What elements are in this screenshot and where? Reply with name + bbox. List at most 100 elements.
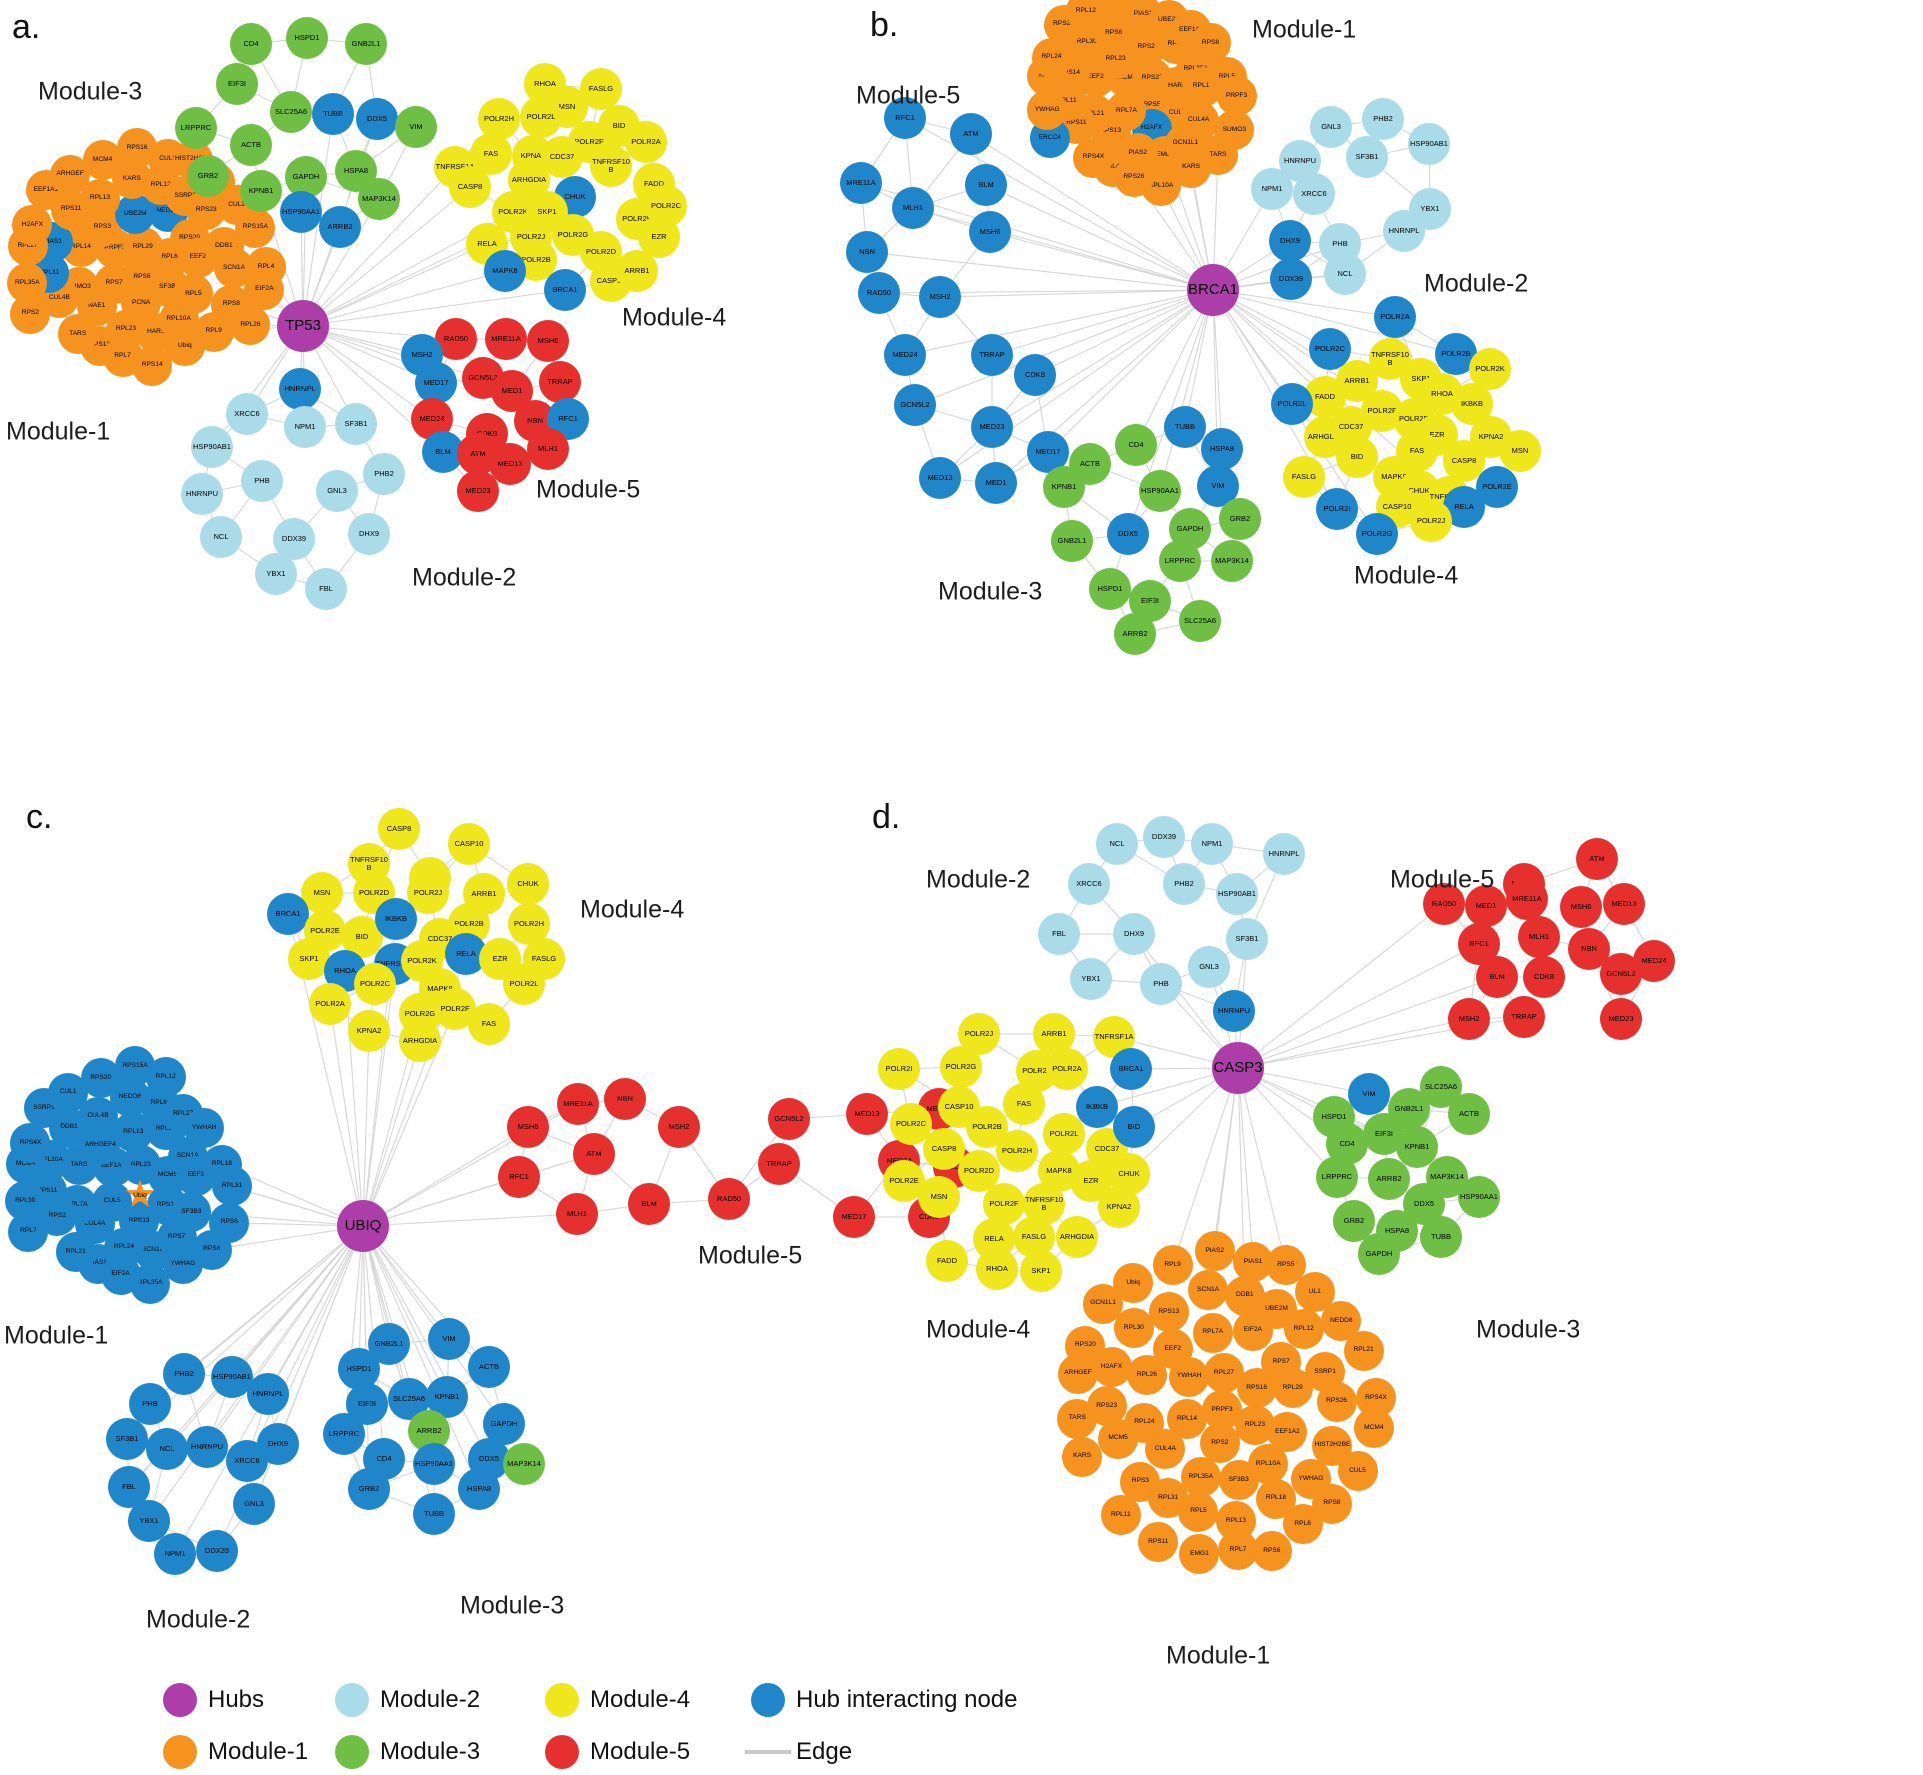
network-node: MCM4 — [82, 140, 123, 181]
network-node: DHX9 — [257, 1423, 299, 1465]
network-node: NCL — [1096, 823, 1138, 865]
network-node: RPL5 — [1178, 1491, 1219, 1532]
module-label: Module-4 — [580, 895, 685, 924]
network-node: NCL — [1324, 253, 1366, 295]
network-node: KPNB1 — [1396, 1126, 1438, 1168]
network-node: PRPF3 — [1202, 1390, 1242, 1430]
network-node: ARHGDIA — [1056, 1216, 1098, 1258]
network-node: MED24 — [1633, 940, 1675, 982]
edge — [866, 251, 1214, 291]
network-node: TARS — [1057, 1398, 1098, 1439]
hub-node-tp53: TP53 — [277, 300, 329, 352]
module-label: Module-3 — [1476, 1315, 1581, 1344]
network-node: RPS13 — [1148, 1292, 1189, 1333]
network-node: BID — [1336, 436, 1378, 478]
edge — [1212, 289, 1223, 450]
edge — [1159, 289, 1214, 492]
edge — [1172, 1067, 1239, 1266]
network-node: ARHGDIA — [399, 1020, 441, 1062]
network-node: HSP90AB1 — [1408, 123, 1450, 165]
network-node: DHX9 — [1269, 220, 1311, 262]
network-node: POLR2G — [1356, 513, 1398, 555]
network-node: RPS16 — [1236, 1368, 1277, 1409]
module-label: Module-2 — [1424, 269, 1529, 298]
network-node: NPM1 — [154, 1533, 196, 1575]
network-node: PHB — [241, 460, 283, 502]
edge — [302, 270, 506, 327]
network-node: VIM — [428, 1318, 470, 1360]
edge — [1237, 1067, 1385, 1135]
network-node: DHX9 — [348, 513, 390, 555]
network-node: DDX5 — [356, 98, 398, 140]
network-node: SLC25A6 — [270, 91, 312, 133]
network-node: EIF2A — [244, 269, 285, 310]
network-node: SF3B3 — [1218, 1460, 1259, 1501]
network-node: RFC1 — [1458, 923, 1500, 965]
network-node: PHB2 — [1362, 98, 1404, 140]
network-node: GAPDH — [1358, 1233, 1400, 1275]
edge — [939, 289, 1214, 298]
hub-node-casp3: CASP3 — [1212, 1042, 1264, 1094]
module-label: Module-1 — [6, 417, 111, 446]
network-node: POLR2F — [434, 988, 476, 1030]
network-node: RPL30 — [1113, 1308, 1154, 1349]
network-node: GNL3 — [316, 470, 358, 512]
network-node: CD4 — [1115, 424, 1157, 466]
network-node: ARRB2 — [319, 206, 361, 248]
module-label: Module-2 — [412, 563, 517, 592]
network-node: MRE11A — [1506, 878, 1548, 920]
network-node: CASP8 — [378, 808, 420, 850]
network-node: SF3B1 — [106, 1418, 148, 1460]
network-node: MED23 — [971, 406, 1013, 448]
module-label: Module-1 — [1166, 1641, 1271, 1670]
network-node: ACTB — [230, 124, 272, 166]
legend-label: Hub interacting node — [796, 1686, 1018, 1713]
network-node: SLC25A6 — [1179, 600, 1221, 642]
module-label: Module-3 — [460, 1591, 565, 1620]
edge — [362, 1040, 421, 1227]
network-node: PHB — [129, 1383, 171, 1425]
edge — [362, 1126, 529, 1227]
network-node: GCN5L2 — [894, 384, 936, 426]
network-node: RFC1 — [498, 1156, 540, 1198]
network-node: CDK8 — [1523, 956, 1565, 998]
edge — [985, 184, 1214, 291]
network-node: RPS20 — [80, 1058, 121, 1099]
network-node: RPS20 — [1065, 1325, 1106, 1366]
network-node: NPM1 — [1191, 823, 1233, 865]
network-node: POLR2J — [407, 872, 449, 914]
network-node: YWHAG — [1027, 90, 1068, 131]
network-node: CD4 — [363, 1438, 405, 1480]
network-node: FADD — [926, 1240, 968, 1282]
module-label: Module-5 — [856, 81, 961, 110]
network-node: POLR2I — [1316, 488, 1358, 530]
network-node: DHX9 — [1113, 913, 1155, 955]
network-node: RPS26 — [1113, 157, 1154, 198]
legend-label: Module-3 — [380, 1738, 481, 1765]
network-node: TUBB — [312, 93, 354, 135]
network-node: RPS6 — [1251, 1531, 1292, 1572]
network-node: MSN — [1499, 430, 1541, 472]
network-node: EEF2 — [1152, 1328, 1193, 1369]
edge — [206, 1225, 364, 1448]
network-node: HNRNPL — [247, 1373, 289, 1415]
network-node: RPL21 — [1343, 1330, 1384, 1371]
edge — [991, 289, 1214, 356]
network-node: NPM1 — [1251, 168, 1293, 210]
network-node: MAPK8 — [484, 250, 526, 292]
network-node: TUBB — [413, 1493, 455, 1535]
edge — [1237, 1018, 1470, 1069]
edge — [362, 963, 396, 1227]
edge — [362, 1225, 490, 1460]
network-node: GNB2L1 — [345, 23, 387, 65]
network-node: ARRB2 — [1368, 1158, 1410, 1200]
network-node: HIST2H2BE — [1096, 0, 1136, 18]
network-node: MED13 — [1603, 883, 1645, 925]
network-node: MSH2 — [658, 1106, 700, 1148]
network-node: VIM — [1348, 1073, 1390, 1115]
edge — [1212, 289, 1396, 318]
network-node: MRE11A — [557, 1083, 599, 1125]
network-node: BRCA1 — [544, 269, 586, 311]
network-node: ATM — [950, 113, 992, 155]
network-node: RPL12 — [1283, 1309, 1324, 1350]
